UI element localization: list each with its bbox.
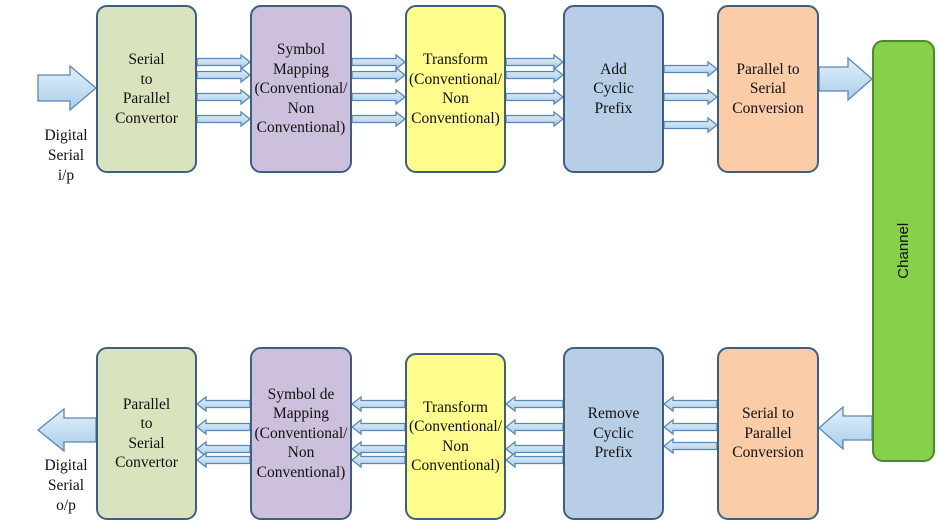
serial-to-parallel-convertor-block: Serial to Parallel Convertor — [96, 5, 197, 173]
parallel-arrow-rx-3 — [350, 418, 406, 436]
parallel-arrow-rx-4 — [195, 395, 251, 413]
parallel-arrow-tx-4 — [663, 116, 719, 134]
parallel-arrow-rx-2 — [504, 451, 564, 469]
channel-to-rx-arrow — [818, 405, 873, 451]
output-label: Digital Serial o/p — [44, 457, 88, 514]
remove-cyclic-prefix-block: Remove Cyclic Prefix — [563, 347, 664, 520]
parallel-arrow-rx-4 — [195, 451, 251, 469]
parallel-arrow-rx-2 — [504, 418, 564, 436]
parallel-arrow-tx-1 — [196, 110, 252, 128]
parallel-arrow-rx-2 — [504, 440, 564, 458]
parallel-arrow-tx-2 — [351, 66, 407, 84]
symbol-mapping-block: Symbol Mapping (Conventional/ Non Conven… — [250, 5, 352, 173]
transform-block-rx: Transform (Conventional/ Non Conventiona… — [405, 353, 506, 520]
parallel-to-serial-convertor-block: Parallel to Serial Convertor — [96, 347, 197, 520]
symbol-demapping-block: Symbol de Mapping (Conventional/ Non Con… — [250, 347, 352, 520]
parallel-arrow-rx-3 — [350, 451, 406, 469]
parallel-arrow-tx-3 — [505, 88, 565, 106]
parallel-arrow-rx-1 — [662, 437, 718, 455]
block-label: Transform (Conventional/ Non Conventiona… — [409, 398, 502, 475]
parallel-arrow-tx-3 — [505, 110, 565, 128]
transform-block-tx: Transform (Conventional/ Non Conventiona… — [405, 5, 506, 173]
parallel-arrow-tx-4 — [663, 88, 719, 106]
add-cyclic-prefix-block: Add Cyclic Prefix — [563, 5, 664, 173]
parallel-arrow-tx-1 — [196, 53, 252, 71]
channel-label: Channel — [894, 223, 912, 279]
input-serial-arrow — [37, 64, 98, 112]
parallel-arrow-tx-3 — [505, 53, 565, 71]
block-label: Transform (Conventional/ Non Conventiona… — [409, 51, 502, 127]
block-label: Symbol Mapping (Conventional/ Non Conven… — [254, 41, 348, 137]
parallel-arrow-tx-2 — [351, 110, 407, 128]
channel-block: Channel — [872, 40, 935, 462]
parallel-arrow-tx-2 — [351, 53, 407, 71]
output-serial-arrow — [36, 407, 97, 453]
parallel-arrow-tx-3 — [505, 66, 565, 84]
parallel-arrow-tx-2 — [351, 88, 407, 106]
parallel-arrow-rx-3 — [350, 395, 406, 413]
block-label: Remove Cyclic Prefix — [587, 405, 640, 462]
parallel-arrow-rx-3 — [350, 440, 406, 458]
parallel-arrow-rx-1 — [662, 418, 718, 436]
block-label: Parallel to Serial Convertor — [115, 395, 178, 472]
tx-to-channel-arrow — [818, 56, 873, 102]
parallel-arrow-rx-1 — [662, 395, 718, 413]
parallel-arrow-tx-1 — [196, 88, 252, 106]
parallel-arrow-rx-2 — [504, 395, 564, 413]
parallel-arrow-rx-4 — [195, 418, 251, 436]
block-label: Parallel to Serial Conversion — [732, 60, 804, 117]
serial-to-parallel-conversion-block: Serial to Parallel Conversion — [717, 347, 819, 520]
arrow-layer — [36, 53, 873, 469]
parallel-to-serial-conversion-block: Parallel to Serial Conversion — [717, 5, 819, 173]
block-label: Add Cyclic Prefix — [593, 60, 634, 117]
block-label: Serial to Parallel Conversion — [732, 405, 804, 462]
parallel-arrow-tx-1 — [196, 66, 252, 84]
block-label: Symbol de Mapping (Conventional/ Non Con… — [254, 385, 348, 481]
block-label: Serial to Parallel Convertor — [115, 51, 178, 127]
parallel-arrow-rx-4 — [195, 440, 251, 458]
input-label: Digital Serial i/p — [44, 127, 88, 184]
parallel-arrow-tx-4 — [663, 60, 719, 78]
